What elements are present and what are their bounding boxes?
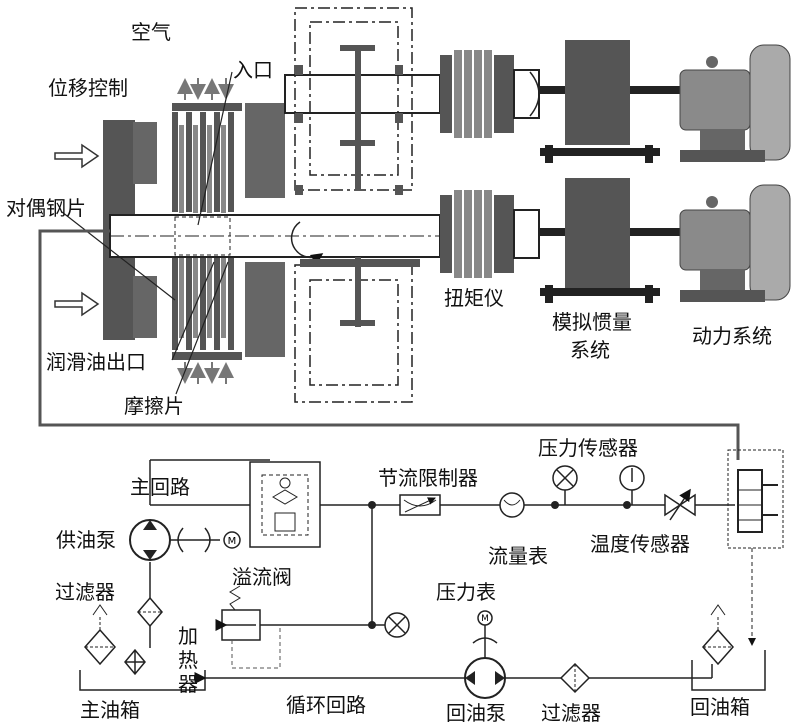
motor-symbol: M (228, 536, 237, 547)
label-dual-steel-plate: 对偶钢片 (6, 196, 86, 220)
gear-lower (295, 185, 420, 327)
torque-meter-upper (440, 50, 540, 138)
label-main-circuit: 主回路 (130, 475, 190, 499)
filter-bottom-icon (559, 662, 591, 694)
flow-meter-icon (499, 492, 525, 518)
motor-lower (679, 184, 791, 302)
leader-lines (61, 71, 233, 395)
junction-dot (368, 621, 376, 629)
motor-upper (679, 44, 791, 162)
label-filter-bottom: 过滤器 (541, 701, 601, 725)
return-tank (691, 650, 766, 691)
junction-dot (368, 501, 376, 509)
label-pressure-sensor: 压力传感器 (538, 436, 638, 460)
filter-left-icon (83, 596, 163, 666)
label-return-tank: 回油箱 (690, 695, 750, 719)
heater-icon (124, 648, 146, 676)
temperature-sensor-icon (619, 465, 645, 505)
adjustable-valve-icon (664, 488, 696, 521)
push-arrow-icon (54, 143, 100, 317)
label-power-system: 动力系统 (692, 324, 772, 348)
label-main-tank: 主油箱 (80, 698, 140, 722)
label-temperature-sensor: 温度传感器 (590, 532, 690, 556)
pressure-sensor-icon (552, 465, 578, 505)
label-throttle-limiter: 节流限制器 (378, 466, 478, 490)
label-lube-oil-outlet: 润滑油出口 (46, 350, 146, 374)
inertia-block-lower (540, 178, 680, 303)
label-friction-plate: 摩擦片 (124, 394, 184, 418)
label-displacement-control: 位移控制 (48, 76, 128, 100)
label-pressure-gauge: 压力表 (436, 580, 496, 604)
upper-shaft (284, 74, 441, 114)
label-filter-left: 过滤器 (55, 580, 115, 604)
inertia-block-upper (540, 40, 680, 163)
label-torque-meter: 扭矩仪 (444, 286, 504, 310)
gauge-motor-symbol: M (481, 614, 489, 624)
clutch-pack-lower (172, 250, 242, 360)
valve-block (249, 461, 321, 548)
air-flow-arrows (177, 78, 234, 384)
supply-pump-icon (129, 519, 241, 561)
label-flow-meter: 流量表 (488, 544, 548, 568)
label-supply-pump: 供油泵 (56, 528, 116, 552)
label-simulated-inertia-line2: 系统 (570, 338, 610, 362)
label-relief-valve: 溢流阀 (232, 565, 292, 589)
junction-dot (623, 501, 631, 509)
housing-block-upper (245, 103, 285, 198)
label-heater: 加热器 (178, 624, 198, 696)
relief-valve-icon (215, 585, 281, 669)
junction-dot (551, 501, 559, 509)
label-simulated-inertia-line1: 模拟惯量 (552, 310, 632, 334)
gear-upper (295, 45, 403, 190)
label-inlet: 入口 (233, 58, 273, 82)
return-pump-icon (464, 610, 506, 699)
throttle-limiter-icon (399, 494, 441, 516)
oil-pipe-main (38, 229, 740, 460)
label-return-pump: 回油泵 (446, 701, 506, 725)
pressure-indicator-icon (384, 612, 410, 638)
heat-exchanger (727, 449, 784, 549)
gearbox-outline (294, 7, 413, 403)
main-shaft (109, 214, 441, 265)
housing-block-lower (245, 262, 285, 357)
label-circulation-circuit: 循环回路 (286, 693, 366, 717)
clutch-pack-upper (172, 103, 242, 213)
filter-return-icon (701, 604, 735, 666)
label-air: 空气 (131, 20, 171, 44)
torque-meter-lower (440, 190, 540, 278)
